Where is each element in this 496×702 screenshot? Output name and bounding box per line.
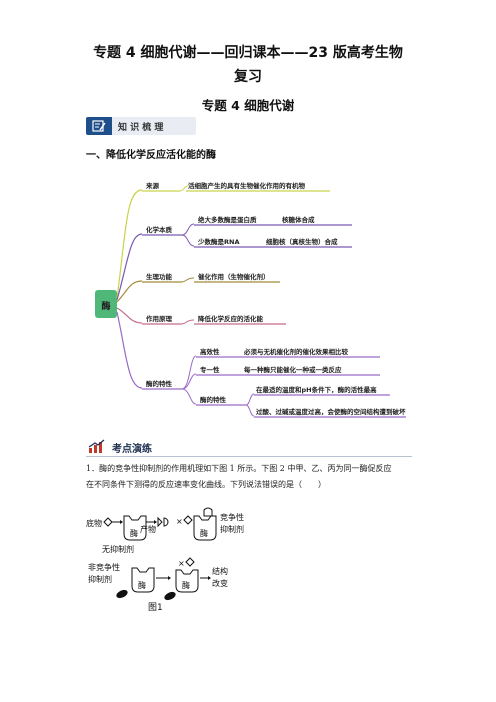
fig-substrate-label: 底物 <box>86 518 102 528</box>
practice-header: 考点演练 <box>86 438 412 457</box>
fig-enzyme-label-1: 酶 <box>130 528 138 538</box>
branch-function-item-0: 催化作用（生物催化剂） <box>198 272 270 281</box>
fig-noncompetitive-label-1: 非竞争性 <box>88 562 120 572</box>
branch-chem-item-3: 细胞核（真核生物）合成 <box>266 237 338 246</box>
enzyme-shape-1 <box>123 515 147 541</box>
branch-chem-item-2: 少数酶是RNA <box>197 237 239 246</box>
fig-structure-label-1: 结构 <box>212 566 228 576</box>
enzyme-shape-2 <box>193 515 217 541</box>
fig-enzyme-label-2: 酶 <box>200 528 208 538</box>
doc-title-line1: 专题 4 细胞代谢——回归课本——23 版高考生物 <box>93 45 403 61</box>
fig-product-label: 产物 <box>140 524 156 534</box>
fig-competitive-label-2: 抑制剂 <box>220 524 244 534</box>
section-heading: 一、降低化学反应活化能的酶 <box>86 150 216 161</box>
fig-no-inhibitor-label: 无抑制剂 <box>102 544 134 554</box>
question-line-1: 1．酶的竞争性抑制剂的作用机理如下图 1 所示。下图 2 中甲、乙、丙为同一酶促… <box>86 464 392 473</box>
notebook-pencil-icon <box>92 120 106 132</box>
fig-enzyme-label-4: 酶 <box>182 580 190 590</box>
branch-source-label: 来源 <box>145 181 160 190</box>
branch-chem-label: 化学本质 <box>146 225 173 234</box>
trait-mild-desc-1: 过酸、过碱或温度过高，会使酶的空间结构遭到破坏 <box>256 407 406 416</box>
branch-principle-label: 作用原理 <box>146 314 173 323</box>
fig-enzyme-label-3: 酶 <box>138 580 146 590</box>
branch-principle-item-0: 降低化学反应的活化能 <box>198 314 264 323</box>
question-line-2: 在不同条件下测得的反应速率变化曲线。下列说法错误的是（ ） <box>86 480 326 489</box>
mindmap-root-node <box>95 290 117 318</box>
branch-chem-item-0: 绝大多数酶是蛋白质 <box>198 215 257 224</box>
trait-mild-label: 酶的特性 <box>200 395 227 404</box>
fig-noncompetitive-label-2: 抑制剂 <box>88 574 112 584</box>
mindmap-root-label: 酶 <box>101 300 110 312</box>
enzyme-shape-4 <box>175 569 199 593</box>
enzyme-mindmap: 酶 来源 活细胞产生的具有生物催化作用的有机物 化学本质 绝大多数酶是蛋白质 核… <box>95 181 406 418</box>
trend-chart-icon <box>88 439 105 453</box>
doc-title-line2: 复习 <box>234 69 262 85</box>
trait-mild-desc-0: 在最适的温度和pH条件下，酶的活性最高 <box>256 385 377 394</box>
enzyme-shape-3 <box>131 567 155 593</box>
cross-mark-2: × <box>178 559 185 568</box>
practice-label: 考点演练 <box>112 444 152 455</box>
figure-caption: 图1 <box>148 602 163 613</box>
branch-traits-label: 酶的特性 <box>146 379 173 388</box>
trait-specificity-label: 专一性 <box>200 365 220 374</box>
knowledge-badge: 知 识 梳 理 <box>86 117 196 135</box>
figure-1: 底物 酶 产物 无抑制剂 × 酶 竞争性 抑制剂 非竞争性 抑制剂 酶 × 酶 … <box>86 507 244 613</box>
branch-function-label: 生理功能 <box>146 272 173 281</box>
fig-structure-label-2: 改变 <box>212 578 228 588</box>
trait-efficiency-label: 高效性 <box>200 347 220 356</box>
badge-label: 知 识 梳 理 <box>118 123 164 133</box>
trait-specificity-desc: 每一种酶只能催化一种或一类反应 <box>244 365 342 374</box>
branch-chem-item-1: 核糖体合成 <box>282 215 315 224</box>
fig-competitive-label-1: 竞争性 <box>220 512 244 522</box>
branch-source-item-0: 活细胞产生的具有生物催化作用的有机物 <box>188 181 306 190</box>
doc-subtitle: 专题 4 细胞代谢 <box>201 98 295 113</box>
trait-efficiency-desc: 必须与无机催化剂的催化效果相比较 <box>244 347 349 356</box>
cross-mark-1: × <box>176 517 183 526</box>
